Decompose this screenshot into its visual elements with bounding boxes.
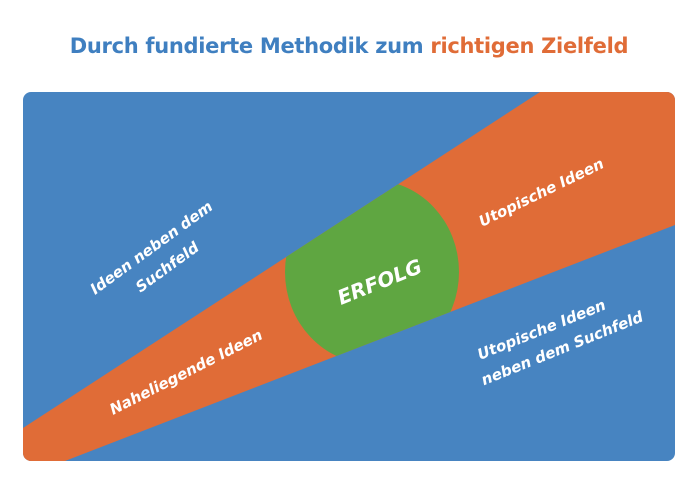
title-part-2: richtigen Zielfeld [430,34,629,58]
title-part-1: Durch fundierte Methodik zum [69,34,424,58]
page-title: Durch fundierte Methodik zum richtigen Z… [0,34,698,58]
